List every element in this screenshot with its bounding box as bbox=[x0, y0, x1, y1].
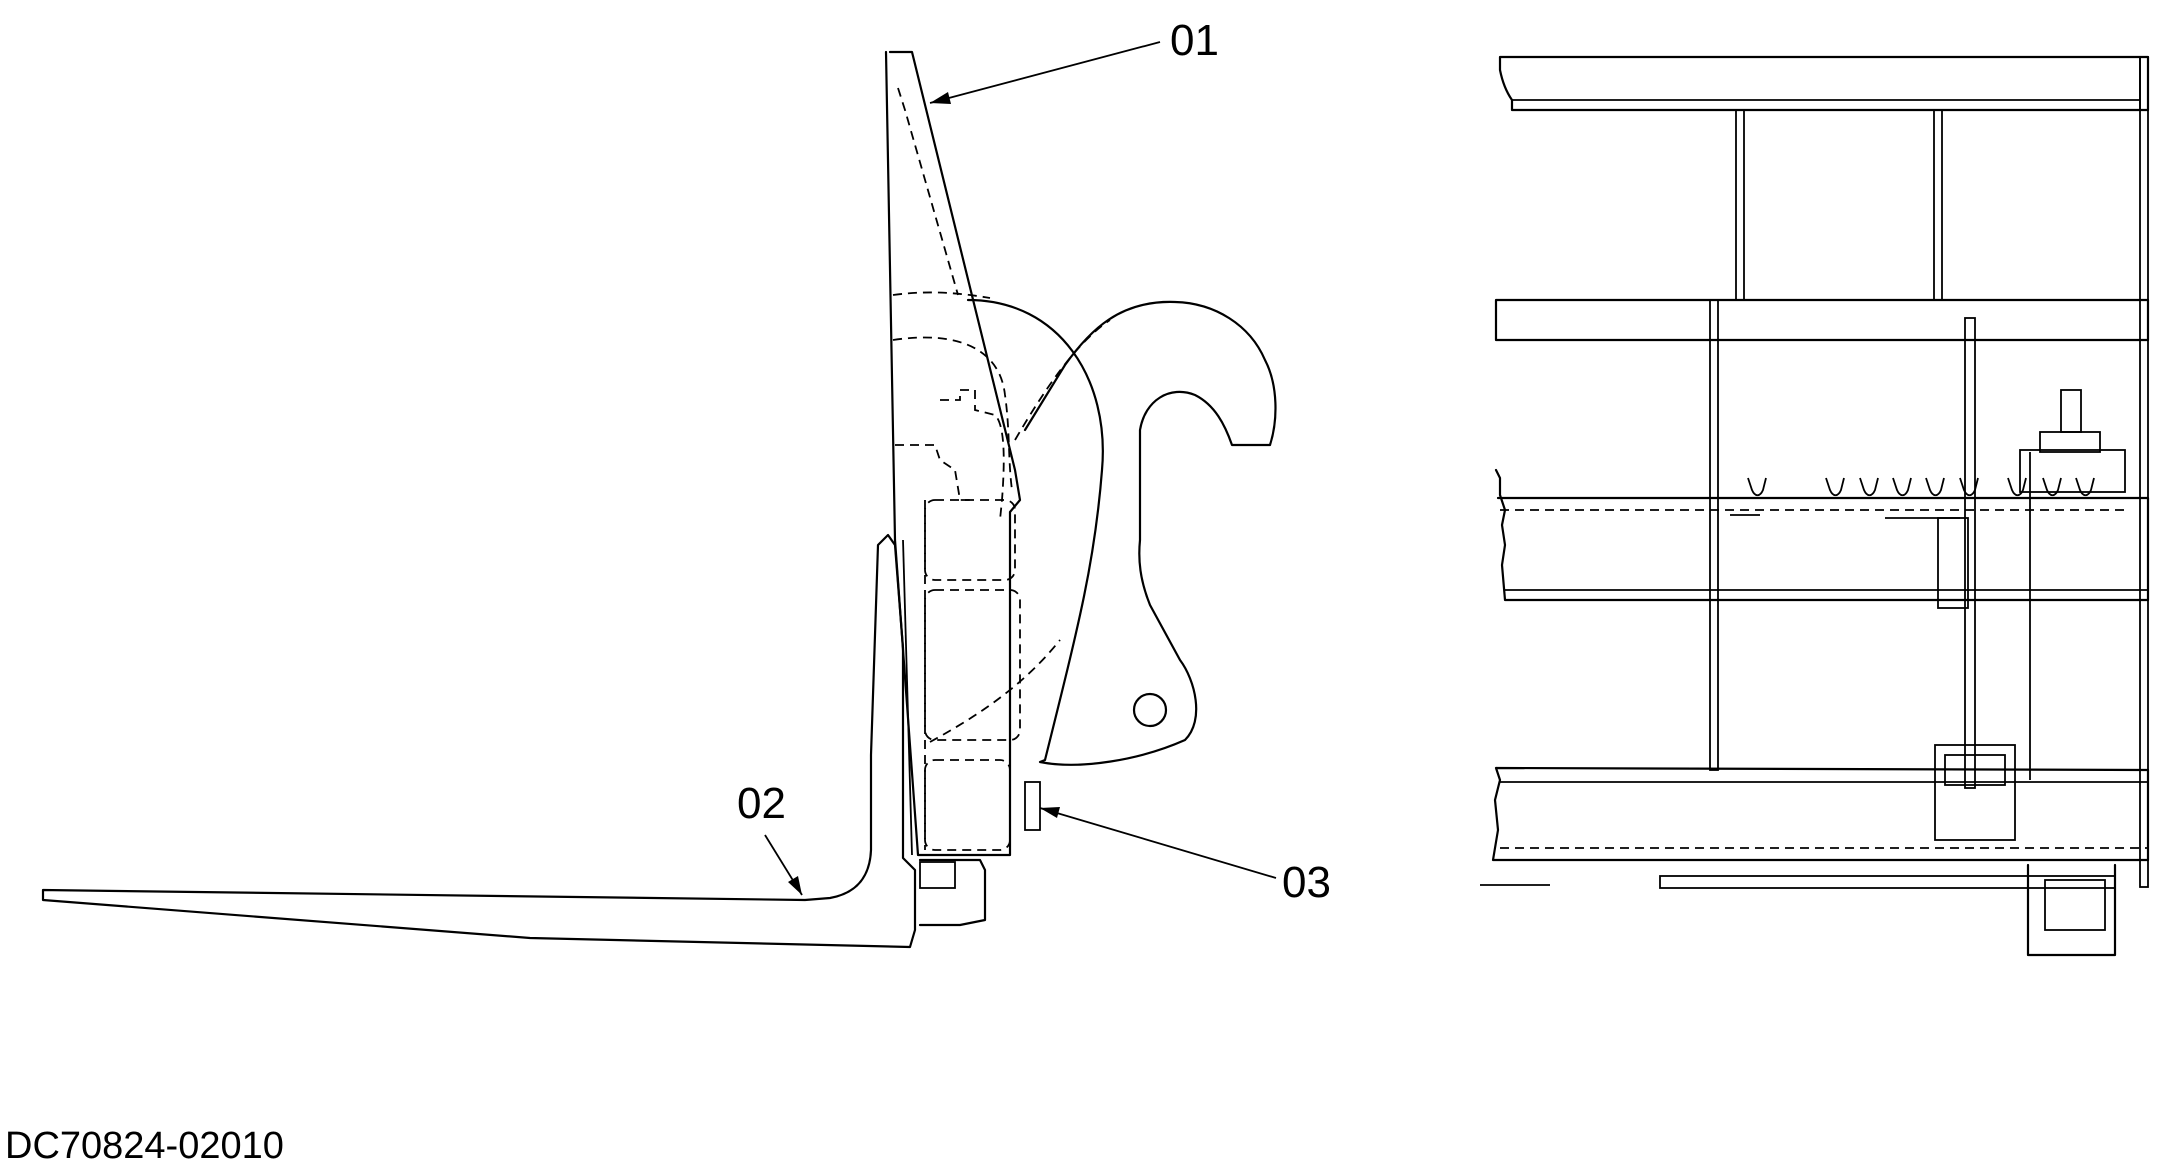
post-2 bbox=[1933, 109, 1943, 301]
leader-01 bbox=[929, 41, 1161, 104]
hidden-box-3 bbox=[924, 759, 1011, 851]
hidden-curve-2 bbox=[892, 336, 1013, 491]
bottom-hook bbox=[2026, 863, 2117, 957]
pin-housing bbox=[2019, 449, 2126, 493]
callout-leaders bbox=[764, 41, 1277, 896]
leader-01-arrow bbox=[930, 92, 951, 104]
bottom-hook-inner bbox=[2044, 879, 2106, 931]
pin-hole bbox=[1132, 692, 1168, 728]
coupler-hook-plate bbox=[966, 298, 1277, 766]
slider-block bbox=[1937, 517, 1969, 609]
callout-label-02: 02 bbox=[737, 779, 786, 828]
leader-02-arrow bbox=[788, 876, 802, 895]
hidden-curve-1 bbox=[892, 291, 991, 299]
leader-03 bbox=[1039, 807, 1277, 879]
hidden-diagonal bbox=[929, 639, 1061, 743]
fork-frame bbox=[884, 50, 1022, 857]
hidden-pin-detail bbox=[940, 389, 1005, 521]
pin-body bbox=[2039, 431, 2101, 453]
notch-holes bbox=[1747, 477, 2095, 497]
lower-block bbox=[1934, 744, 2016, 841]
post-1 bbox=[1735, 109, 1745, 301]
second-beam bbox=[1494, 298, 2150, 342]
lower-block-inner bbox=[1944, 754, 2006, 786]
callout-label-01: 01 bbox=[1170, 16, 1219, 65]
hidden-outline-top bbox=[897, 87, 959, 296]
bottom-plate bbox=[1659, 875, 2116, 889]
fork-frame-inner bbox=[902, 539, 913, 856]
side-view bbox=[41, 50, 1277, 949]
carriage-beam bbox=[1494, 468, 2150, 602]
hidden-box-1 bbox=[924, 499, 1016, 581]
front-view bbox=[1480, 55, 2150, 957]
hidden-bracket bbox=[895, 444, 975, 501]
clip-part bbox=[1024, 781, 1041, 831]
top-beam bbox=[1498, 55, 2150, 112]
pin-head bbox=[2060, 389, 2082, 433]
hidden-curve-3 bbox=[1014, 319, 1111, 441]
callout-label-03: 03 bbox=[1282, 858, 1331, 907]
lower-beam bbox=[1491, 766, 2150, 862]
drawing-number: DC70824-02010 bbox=[5, 1125, 284, 1167]
fork-tine bbox=[41, 533, 917, 949]
post-4 bbox=[2139, 56, 2149, 888]
lower-hook bbox=[918, 858, 987, 927]
leader-03-arrow bbox=[1040, 807, 1060, 818]
lower-hook-block bbox=[919, 861, 956, 889]
slider-rod bbox=[1964, 317, 1976, 789]
post-3 bbox=[1709, 299, 1719, 771]
